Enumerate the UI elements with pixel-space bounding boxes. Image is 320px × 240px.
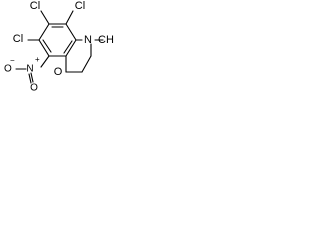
ring-nitrogen-label: N	[84, 34, 92, 46]
nitro-nitrogen-label: N	[26, 64, 33, 75]
methyl-label: CH₃	[98, 34, 114, 46]
nitro-oxygen-label: O	[30, 83, 38, 94]
chloro-label-top-left: Cl	[30, 0, 40, 12]
nitro-oxygen-minus-label: O	[4, 64, 12, 75]
nitro-plus-charge: +	[35, 55, 40, 64]
nitro-minus-charge: −	[10, 56, 15, 65]
chloro-label-left: Cl	[13, 33, 23, 45]
ring-oxygen-label: O	[54, 66, 63, 78]
chloro-label-top-right: Cl	[75, 0, 85, 12]
benzene-ring	[38, 23, 77, 57]
substituent-bonds	[27, 10, 104, 68]
oxazine-ring	[65, 39, 92, 73]
chemical-structure: Cl Cl Cl O − N + O N CH₃ O	[4, 0, 114, 94]
